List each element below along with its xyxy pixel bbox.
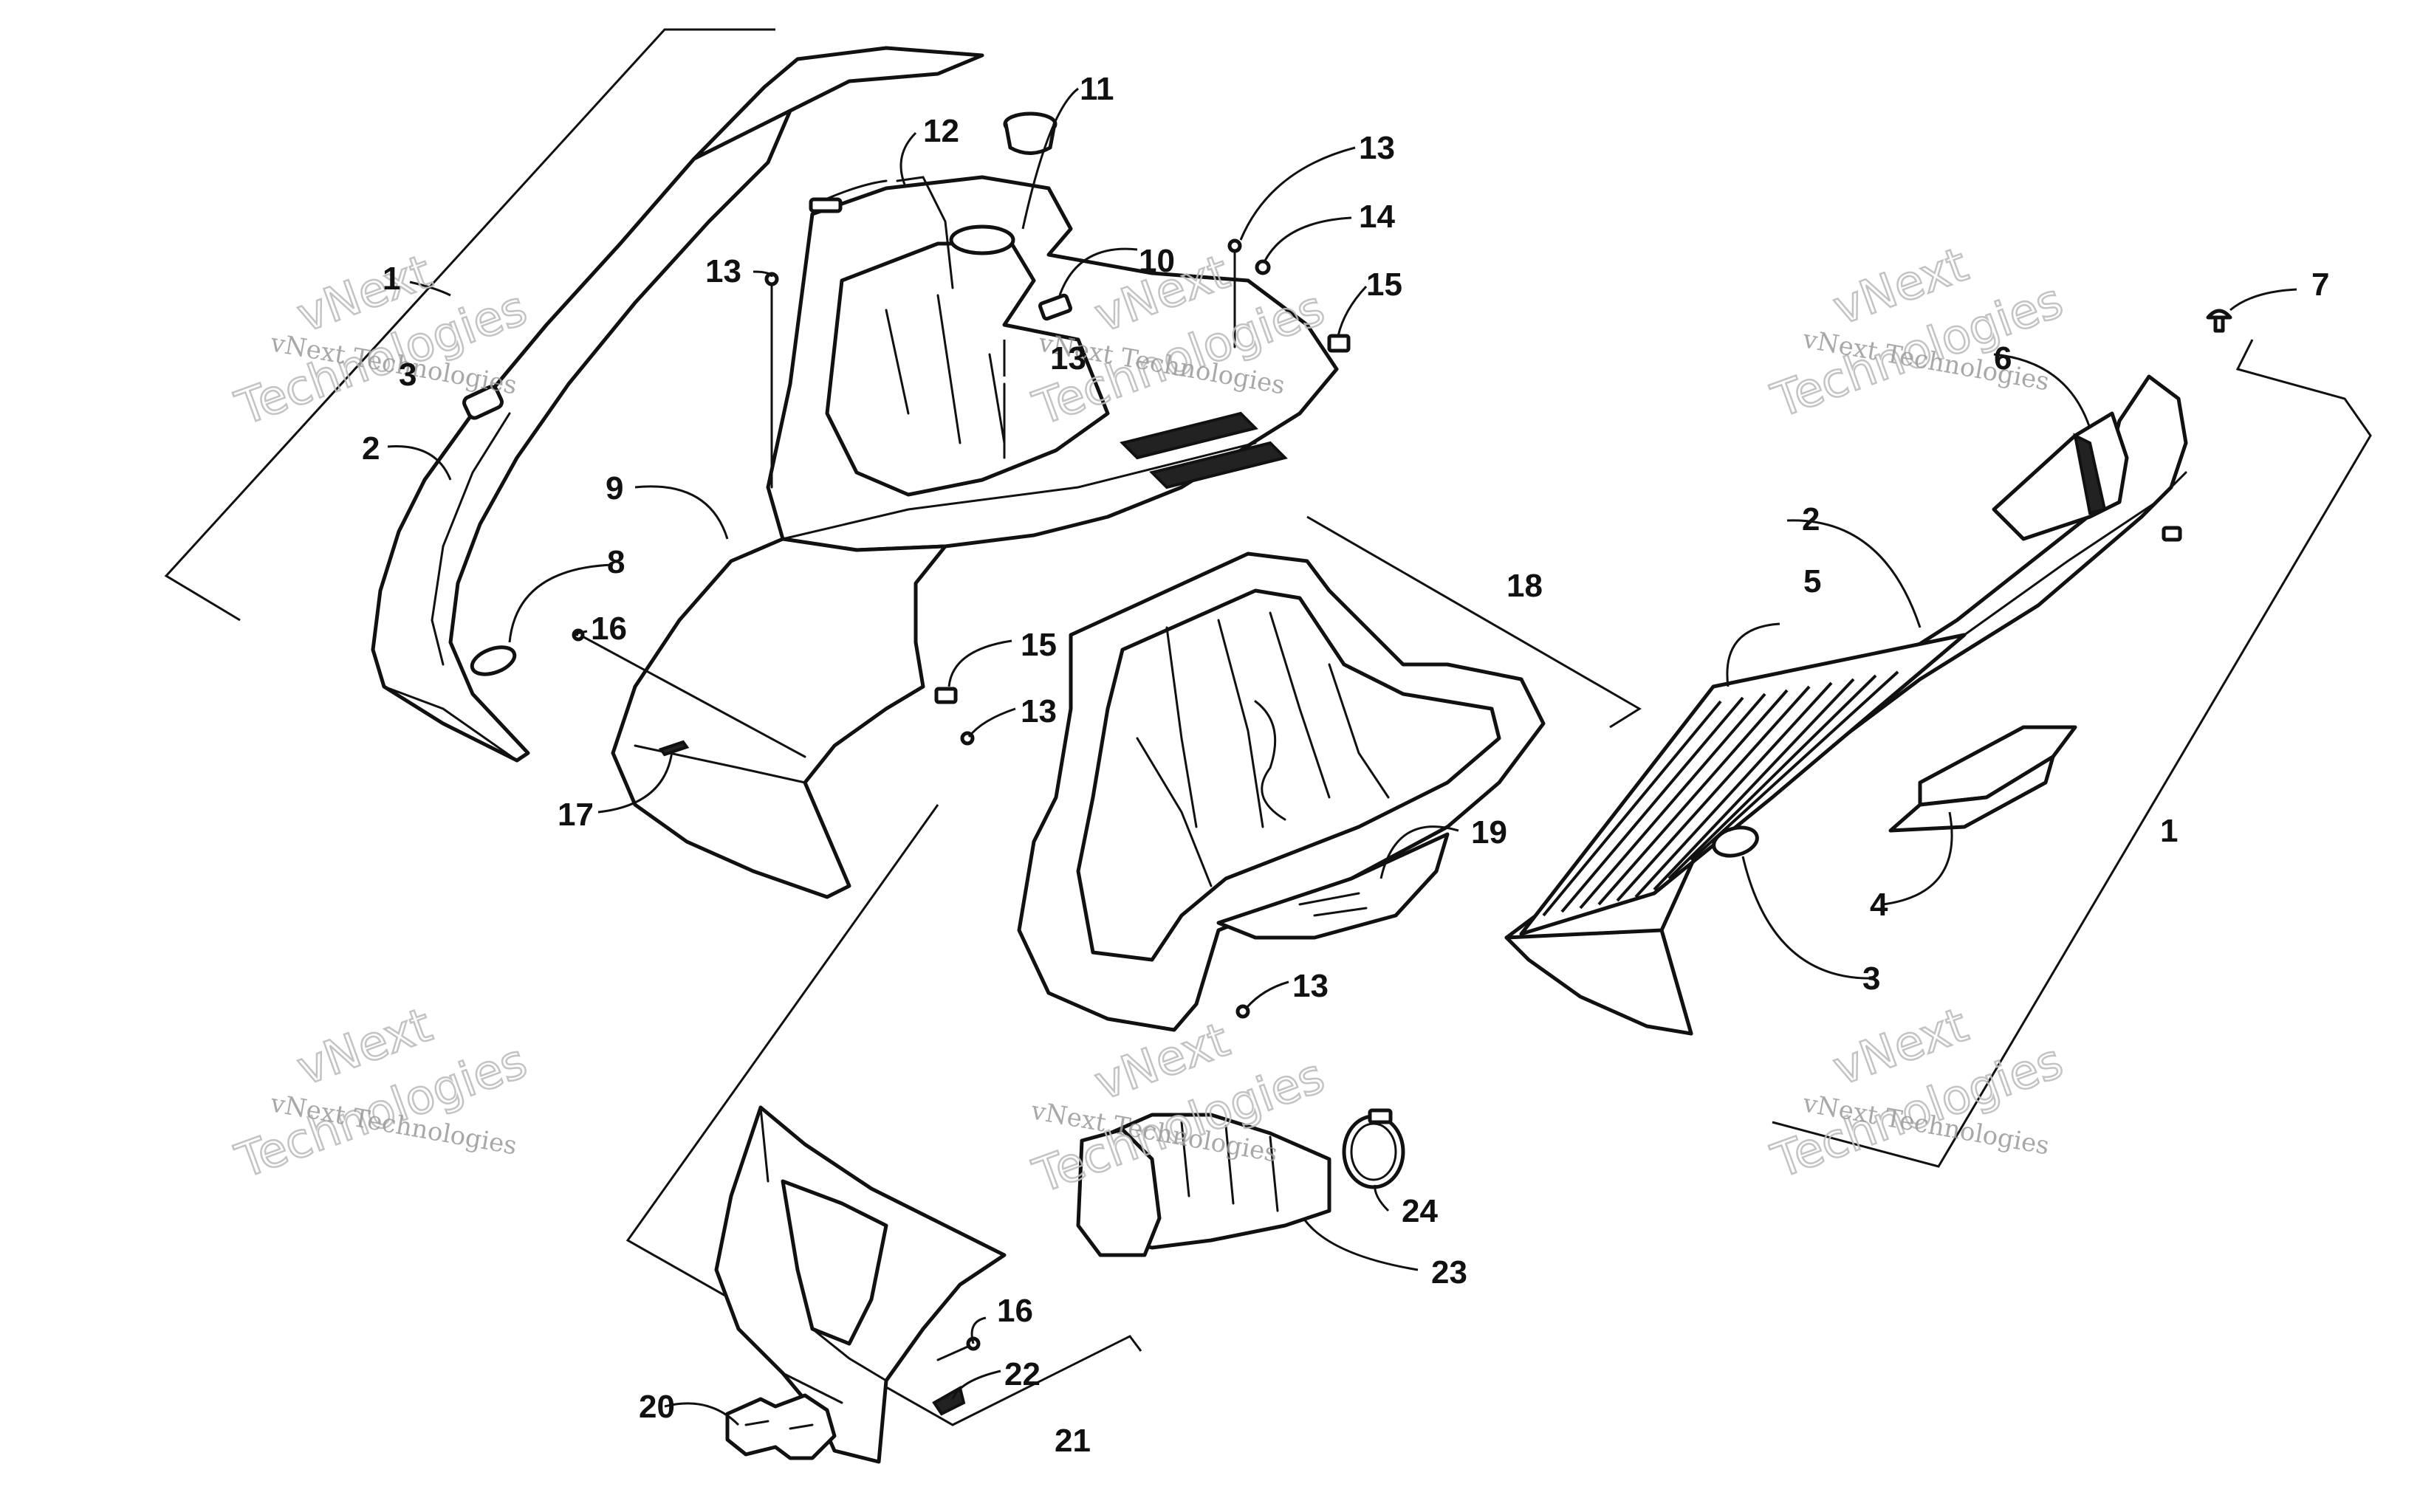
right-panel-trim-stripe [2073,433,2107,515]
bracket-20-detail [744,1420,814,1430]
decal-17 [658,740,690,757]
left-panel-fold-line [383,685,518,762]
screw-13-airbox [1235,1004,1250,1019]
hood-edge-line [781,441,1257,540]
intake-duct [1076,1108,1405,1257]
hood-lower-shell [611,537,947,899]
lower-console [714,1105,1007,1464]
decal-22 [932,1385,966,1416]
airbox-seal-19 [1216,832,1450,940]
callout-6: 6 [1994,340,2012,377]
push-rivet-7 [2206,309,2232,333]
callout-2-right: 2 [1802,501,1820,537]
callout-7: 7 [2311,267,2329,303]
hose-clamp-24 [1342,1114,1405,1189]
connector-12 [809,197,843,213]
airbox-seal-detail [1298,892,1368,917]
right-panel-nose [1504,928,1693,1036]
leader-lines [387,87,2297,1426]
right-panel-grille-slats [1542,670,1899,917]
left-side-panel [371,46,984,763]
callout-13-left: 13 [705,253,741,289]
hose-clamp-24-screw [1368,1108,1393,1124]
callout-12: 12 [923,113,959,149]
callout-13-top-right: 13 [1359,130,1395,166]
screw-16-upper [578,633,806,758]
main-hood [572,111,1351,899]
airbox-inner [1076,588,1501,962]
callout-2-left: 2 [362,430,380,467]
callout-1-left: 1 [383,261,400,297]
left-panel-body [371,109,792,763]
air-box [1017,551,1546,1032]
right-panel-decal-3 [1712,825,1759,858]
watermark-4: vNext Technologies [228,997,535,1190]
callout-14: 14 [1359,199,1395,235]
callout-4: 4 [1870,887,1888,923]
callout-1-right: 1 [2160,813,2178,849]
grommet-11-body [1004,122,1057,155]
callout-17: 17 [558,797,594,833]
group-brackets [164,28,2372,1426]
callout-24: 24 [1402,1193,1438,1229]
screw-13-left-head [764,272,779,286]
callout-labels: 1 2 3 8 9 10 11 12 13 13 13 13 13 14 15 … [362,71,2329,1459]
callout-13-lower: 13 [1021,693,1057,729]
watermark-3: vNext Technologies [1764,236,2071,430]
duct-ribs [1180,1121,1279,1212]
right-panel-clip [2162,526,2182,542]
right-panel-upper-edge [1963,471,2187,636]
bracket-left-side-panel [164,28,775,622]
hood-vent-grille-1 [1120,411,1258,460]
callout-13-airbox: 13 [1292,968,1329,1004]
duct-opening [1076,1127,1162,1257]
bracket-air-box [1306,515,1642,729]
callout-11: 11 [1080,71,1114,107]
hood-cavity-detail [885,294,1006,444]
right-panel-grille-5 [1519,633,1967,936]
console-inner [781,1179,888,1346]
callout-3-right: 3 [1862,961,1880,997]
hood-vent-grille-2 [1149,441,1288,489]
callout-22: 22 [1004,1356,1041,1392]
left-panel-grommet-8 [470,645,517,676]
hood-insert-10 [1038,293,1072,321]
clip-15-upper [1327,334,1351,353]
clip-15-lower [934,687,958,704]
callout-21: 21 [1055,1423,1091,1459]
right-side-panel [1504,309,2232,1036]
callout-16-lower: 16 [997,1293,1033,1329]
callout-15-lower: 15 [1021,627,1057,663]
left-panel-decal-3 [462,385,504,420]
callout-8: 8 [607,544,625,580]
callout-15-upper: 15 [1366,267,1402,303]
right-panel-decal-4b [1888,755,2055,833]
left-panel-contour [431,412,511,666]
callout-19: 19 [1471,814,1507,850]
bracket-20 [725,1393,837,1460]
rivet-14 [1255,259,1271,275]
screw-13-right-head [1227,238,1242,253]
callout-5: 5 [1803,563,1821,599]
bracket-right-side-panel [1772,339,2372,1168]
callout-9: 9 [606,470,623,506]
bracket-lower-console [625,804,1142,1426]
screw-16-lower [936,1344,973,1361]
console-seams [759,1106,888,1404]
callout-16-upper: 16 [591,611,627,647]
callout-18: 18 [1506,568,1543,604]
hood-gauge-opening [949,224,1015,255]
callout-13-center: 13 [1050,340,1086,377]
callout-23: 23 [1431,1254,1467,1291]
callout-10: 10 [1139,243,1175,279]
callout-3-left: 3 [399,357,417,393]
callout-20: 20 [639,1389,675,1425]
airbox-baffles [1136,611,1390,887]
